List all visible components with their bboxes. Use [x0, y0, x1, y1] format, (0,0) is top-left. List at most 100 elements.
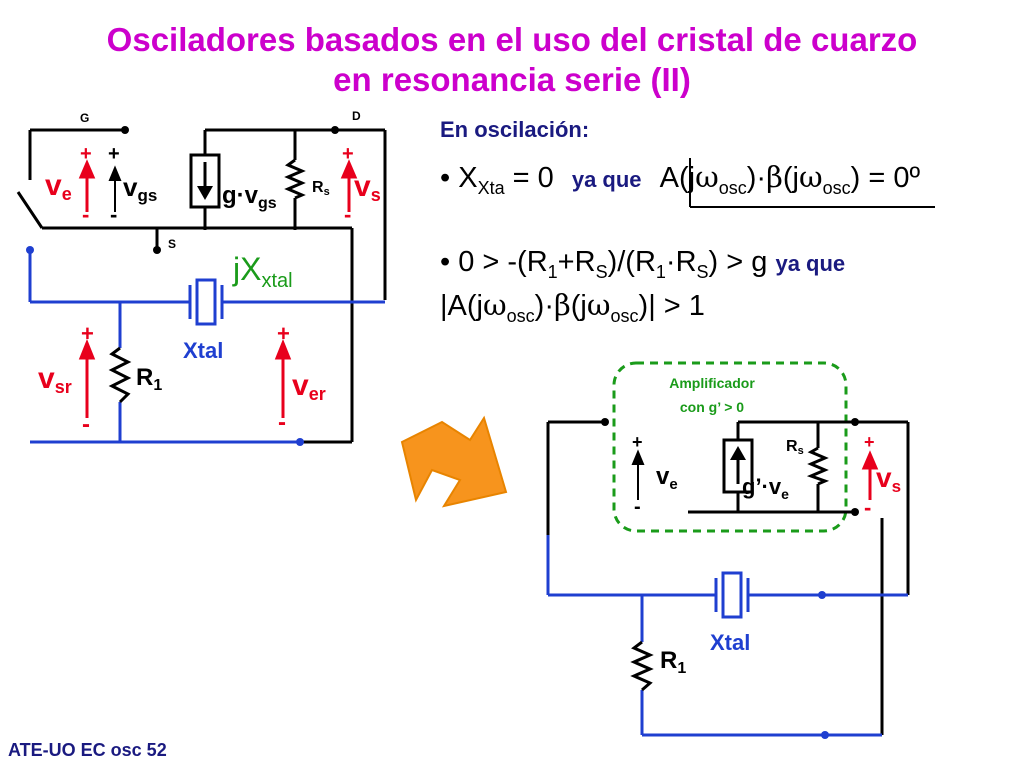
left-red-arrows	[78, 159, 358, 418]
cond2-line2-a: |A(j	[440, 290, 483, 322]
mid-1: )·	[746, 162, 767, 194]
amplifier-label-1: Amplificador	[669, 375, 755, 391]
right-circuit: Amplificador con g’ > 0	[546, 361, 910, 739]
label-vsr: vsr	[38, 362, 72, 397]
ve-plus: +	[80, 143, 92, 165]
vs-plus: +	[342, 143, 354, 165]
label-ve: ve	[45, 169, 72, 204]
cond2-gt: ) > g	[708, 246, 768, 278]
beta-2: β	[553, 288, 571, 322]
label-jxxtal: jXxtal	[232, 251, 293, 292]
right-ve-arrow-icon	[631, 449, 645, 500]
label-vgs: vgs	[123, 172, 157, 205]
cond2-sub1: 1	[547, 261, 558, 282]
page-title: Osciladores basados en el uso del crista…	[0, 20, 1024, 100]
ve-minus: -	[82, 202, 89, 227]
right-blue-wires	[546, 535, 908, 737]
vsr-plus: +	[81, 321, 94, 346]
cond2-line2-end: )| > 1	[638, 290, 705, 322]
condition-2: • 0 > -(R1+RS)/(R1·RS) > g ya que	[440, 246, 845, 283]
label-g: G	[80, 111, 89, 125]
label-right-ve: ve	[656, 463, 678, 493]
slide-footer: ATE-UO EC osc 52	[8, 740, 167, 760]
right-black-wires	[546, 420, 910, 735]
x-equals: = 0	[504, 162, 554, 194]
open-2: (j	[570, 290, 587, 322]
label-vs: vs	[354, 170, 381, 205]
right-vs-plus: +	[864, 432, 875, 452]
condition-1: • XXta = 0 ya que A(jωosc)·β(jωosc) = 0º	[440, 160, 920, 199]
vgs-arrow-icon	[108, 165, 122, 212]
cond2-sub1b: 1	[655, 261, 666, 282]
node-right-bottom	[821, 731, 829, 739]
vs-minus: -	[344, 202, 351, 227]
osc-2: osc	[822, 177, 851, 198]
right-vs-arrow-icon	[861, 450, 879, 500]
resistor-r1-right-icon	[630, 640, 654, 692]
ver-plus: +	[277, 321, 290, 346]
right-vs-minus: -	[864, 495, 871, 520]
phase-expression: A(jωosc)·β(jωosc) = 0º	[660, 160, 921, 198]
osc-4: osc	[610, 305, 639, 326]
vgs-plus: +	[108, 143, 120, 165]
ver-minus: -	[278, 409, 286, 436]
label-ver: ver	[292, 369, 326, 404]
label-g-vgs: g·vgs	[222, 182, 277, 212]
resistor-rs-right-icon	[806, 446, 830, 486]
label-d: D	[352, 109, 361, 123]
condition-2-line-2: |A(jωosc)·β(jωosc)| > 1	[440, 288, 705, 327]
omega-3: ω	[482, 288, 507, 322]
cond2-frac: )/(R	[607, 246, 656, 278]
omega-4: ω	[586, 288, 611, 322]
node-s	[153, 246, 161, 254]
ya-que-2: ya que	[775, 251, 846, 276]
x-symbol: X	[458, 162, 478, 194]
crystal-xtal-left-icon	[188, 278, 224, 326]
label-xtal-right: Xtal	[710, 630, 750, 655]
current-source-g-vgs	[189, 153, 221, 209]
label-xtal-left: Xtal	[183, 338, 223, 363]
condition1-bracket	[689, 158, 935, 208]
resistor-r1-left-icon	[108, 346, 132, 404]
oscillation-heading: En oscilación:	[440, 117, 590, 142]
label-right-rs: Rs	[786, 438, 804, 457]
left-circuit: G D S + - ve + - vgs g·vgs Rs + - vs jXx…	[16, 109, 387, 446]
resistor-rs-icon	[284, 158, 306, 200]
current-source-gp-ve	[722, 438, 754, 494]
ya-que-1: ya que	[571, 167, 642, 192]
title-line-2: en resonancia serie (II)	[333, 61, 691, 98]
node-er	[296, 438, 304, 446]
amplifier-label-2: con g’ > 0	[680, 399, 744, 415]
expr-end: ) = 0º	[850, 162, 921, 194]
cond2-a: • 0 > -(R	[440, 246, 548, 278]
osc-1: osc	[718, 177, 747, 198]
switch-terminal	[26, 246, 34, 254]
cond2-line2-b: )·	[534, 290, 554, 322]
transform-arrow-icon	[400, 415, 508, 508]
label-right-vs: vs	[876, 462, 901, 496]
cond2-dot: ·R	[665, 246, 697, 278]
node-right-out	[851, 418, 859, 426]
node-g	[121, 126, 129, 134]
crystal-xtal-right-icon	[714, 571, 750, 619]
label-s: S	[168, 237, 176, 251]
cond2-plus: +R	[557, 246, 596, 278]
vsr-minus: -	[82, 411, 90, 438]
amplifier-box	[612, 361, 848, 533]
left-blue-wires	[28, 250, 385, 444]
left-black-wires	[16, 128, 387, 442]
node-right-in	[601, 418, 609, 426]
label-r1-right: R1	[660, 647, 686, 677]
osc-3: osc	[506, 305, 535, 326]
title-line-1: Osciladores basados en el uso del crista…	[106, 21, 918, 58]
vgs-minus: -	[110, 202, 117, 227]
right-ve-minus: -	[634, 496, 641, 518]
open-1: (j	[782, 162, 799, 194]
bullet-1: •	[440, 162, 451, 194]
omega-2: ω	[798, 160, 823, 194]
omega-1: ω	[695, 160, 719, 194]
node-right-gnd	[851, 508, 859, 516]
x-subscript: Xta	[477, 177, 505, 198]
cond2-subs2: S	[696, 261, 709, 282]
